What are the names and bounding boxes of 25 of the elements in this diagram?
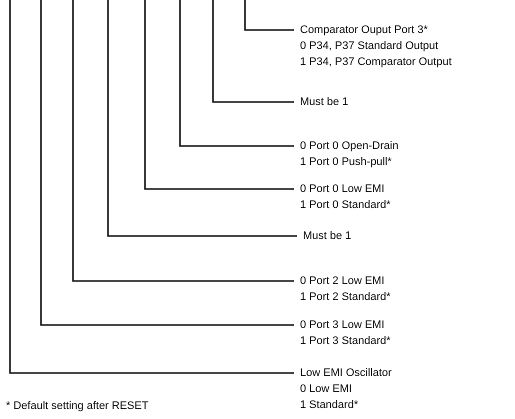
setting-text: 0 Port 2 Low EMI xyxy=(300,274,386,289)
setting-text: 0 Port 3 Low EMI xyxy=(300,318,386,333)
setting-text: 1 Port 3 Standard* xyxy=(300,334,391,349)
footnote: * Default setting after RESET xyxy=(6,399,148,414)
leader-line xyxy=(144,0,294,190)
setting-text: 0 Port 0 Open-Drain xyxy=(300,139,398,154)
leader-line xyxy=(244,0,294,31)
leader-line xyxy=(9,0,294,374)
leader-line xyxy=(212,0,294,103)
leader-line xyxy=(72,0,294,282)
setting-text: 1 P34, P37 Comparator Output xyxy=(300,55,452,70)
setting-text: 1 Standard* xyxy=(300,398,360,413)
setting-text: Must be 1 xyxy=(300,95,348,110)
leader-line xyxy=(179,0,294,147)
leader-line xyxy=(40,0,294,326)
setting-text: 1 Port 2 Standard* xyxy=(300,290,391,305)
setting-text: Comparator Ouput Port 3* xyxy=(300,23,429,38)
setting-text: 0 P34, P37 Standard Output xyxy=(300,39,440,54)
setting-text: Low EMI Oscillator xyxy=(300,366,392,381)
setting-text: 0 Low EMI xyxy=(300,382,353,397)
leader-line xyxy=(107,0,297,237)
setting-text: 1 Port 0 Push-pull* xyxy=(300,155,393,170)
setting-text: 0 Port 0 Low EMI xyxy=(300,182,386,197)
setting-text: Must be 1 xyxy=(303,229,352,244)
setting-text: 1 Port 0 Standard* xyxy=(300,198,391,213)
